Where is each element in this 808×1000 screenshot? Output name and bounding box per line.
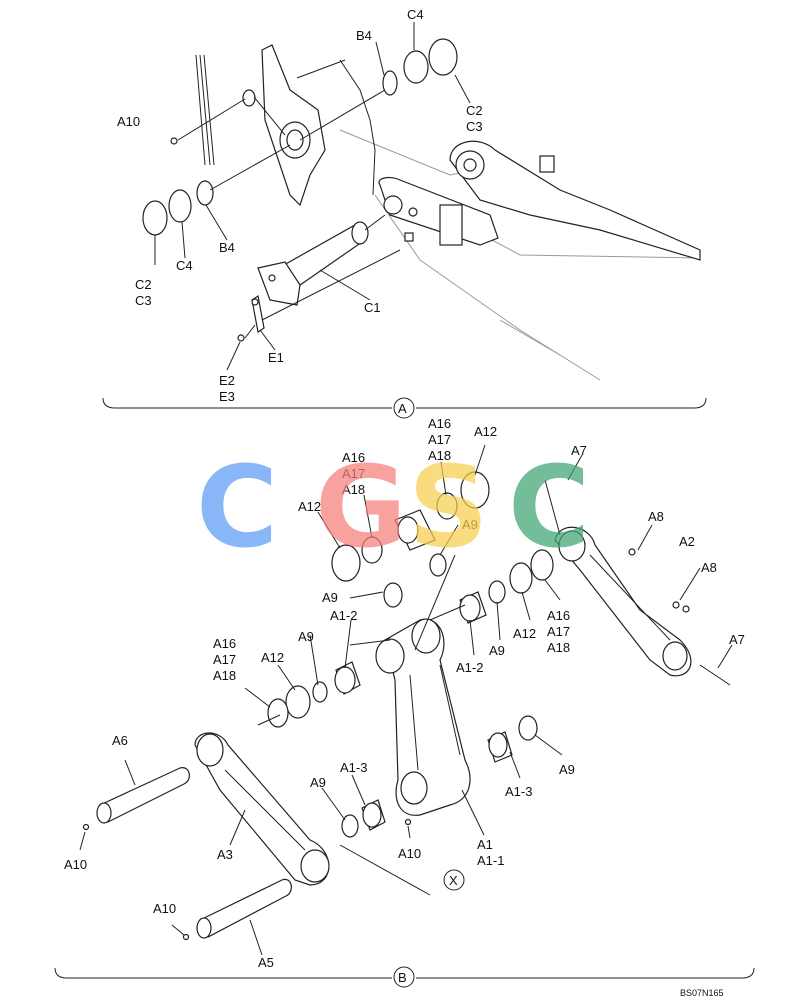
section-a-drawing (102, 22, 707, 419)
watermark-letter-s: S (408, 443, 489, 573)
callout-a9-left2: A9 (298, 629, 314, 644)
callout-a12-mid: A12 (298, 499, 321, 514)
callout-a9-mid: A9 (462, 517, 478, 532)
callout-a9-low: A9 (310, 775, 326, 790)
callout-a1-3-low: A1-3 (340, 760, 367, 775)
callout-a1: A1 (477, 837, 493, 852)
drawing-code: BS07N165 (680, 988, 724, 998)
callout-c2-top: C2 (466, 103, 483, 118)
callout-a7-top: A7 (571, 443, 587, 458)
callout-a1-2-top: A1-2 (330, 608, 357, 623)
section-b-drawing (54, 444, 755, 988)
callout-c4-left: C4 (176, 258, 193, 273)
watermark-letter-c1: C (196, 443, 278, 573)
callout-e1: E1 (268, 350, 284, 365)
callout-a9-right-mid: A9 (489, 643, 505, 658)
callout-a10-low: A10 (398, 846, 421, 861)
callout-a16-left: A16 (213, 636, 236, 651)
callout-a18-left: A18 (213, 668, 236, 683)
callout-c1: C1 (364, 300, 381, 315)
callout-a2: A2 (679, 534, 695, 549)
callout-a1-3-right: A1-3 (505, 784, 532, 799)
callout-a9-left: A9 (322, 590, 338, 605)
callout-a12-left: A12 (261, 650, 284, 665)
callout-a12-right: A12 (513, 626, 536, 641)
callout-a10-top: A10 (117, 114, 140, 129)
watermark-letter-c2: C (508, 443, 590, 573)
callout-a17-mid: A17 (342, 466, 365, 481)
marker-x: X (449, 873, 458, 888)
callout-a10-left: A10 (64, 857, 87, 872)
watermark: C G S C (196, 443, 590, 573)
callout-c4-top: C4 (407, 7, 424, 22)
section-marker-a: A (398, 401, 407, 416)
callout-a16-top: A16 (428, 416, 451, 431)
callout-a18-top: A18 (428, 448, 451, 463)
callout-a1-1: A1-1 (477, 853, 504, 868)
callout-a5: A5 (258, 955, 274, 970)
callout-a10-bottom: A10 (153, 901, 176, 916)
callout-a12-top: A12 (474, 424, 497, 439)
callout-a17-left: A17 (213, 652, 236, 667)
callout-c3-left: C3 (135, 293, 152, 308)
callout-a3: A3 (217, 847, 233, 862)
callout-a1-2-right: A1-2 (456, 660, 483, 675)
section-marker-b: B (398, 970, 407, 985)
callout-a8-top: A8 (648, 509, 664, 524)
callout-e3: E3 (219, 389, 235, 404)
callout-a17-right: A17 (547, 624, 570, 639)
callout-a16-right: A16 (547, 608, 570, 623)
callout-c2-left: C2 (135, 277, 152, 292)
callout-c3-top: C3 (466, 119, 483, 134)
callout-a9-right-low: A9 (559, 762, 575, 777)
callout-a8-mid: A8 (701, 560, 717, 575)
callout-b4-left: B4 (219, 240, 235, 255)
callout-a16-mid: A16 (342, 450, 365, 465)
watermark-letter-g: G (315, 443, 407, 573)
callout-a6: A6 (112, 733, 128, 748)
callout-b4-top: B4 (356, 28, 372, 43)
callout-a17-top: A17 (428, 432, 451, 447)
callout-a7-right: A7 (729, 632, 745, 647)
callout-e2: E2 (219, 373, 235, 388)
callout-a18-right: A18 (547, 640, 570, 655)
callout-a18-mid: A18 (342, 482, 365, 497)
